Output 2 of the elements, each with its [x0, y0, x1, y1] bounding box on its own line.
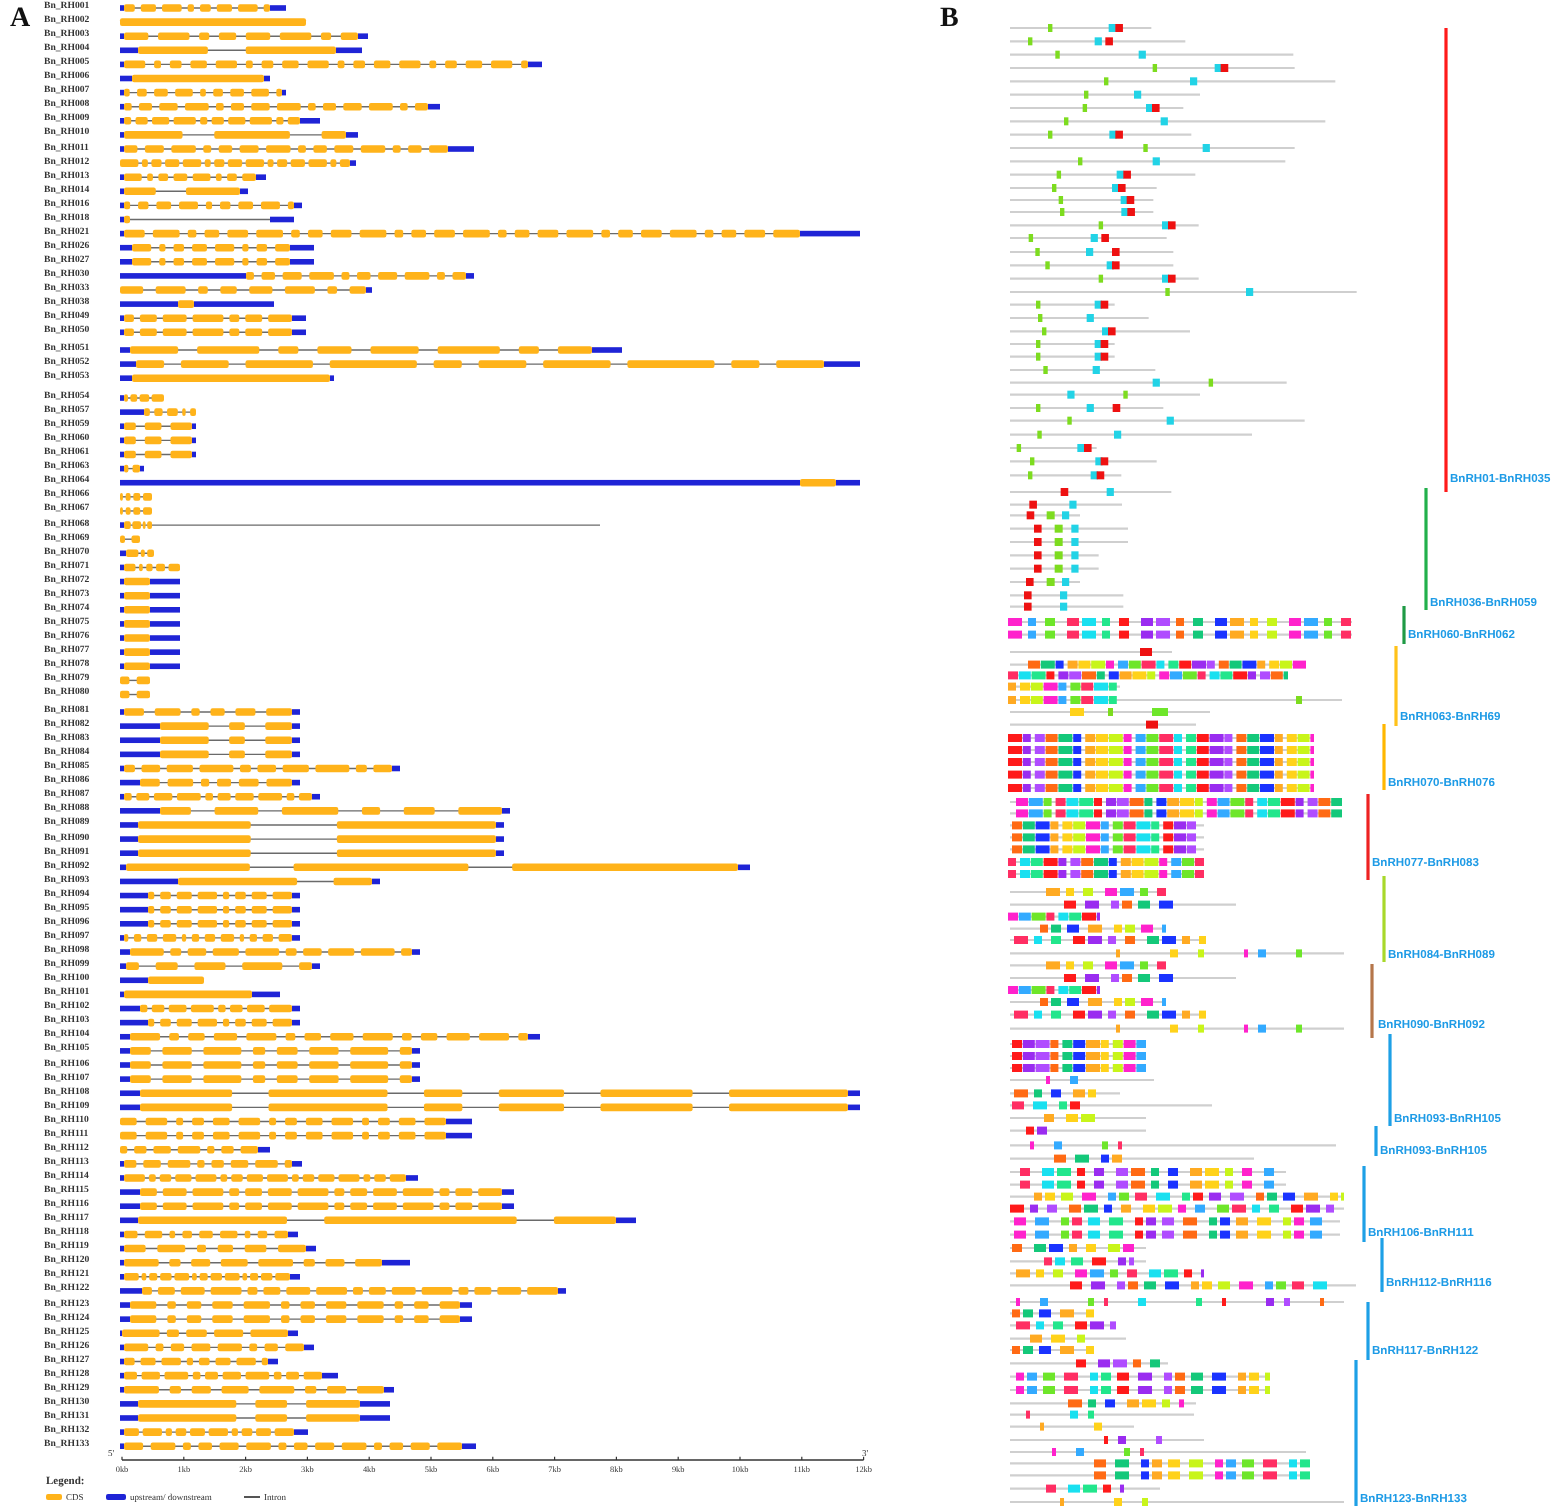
panel-letter: B — [940, 6, 959, 34]
panel-letter: A — [10, 6, 31, 34]
